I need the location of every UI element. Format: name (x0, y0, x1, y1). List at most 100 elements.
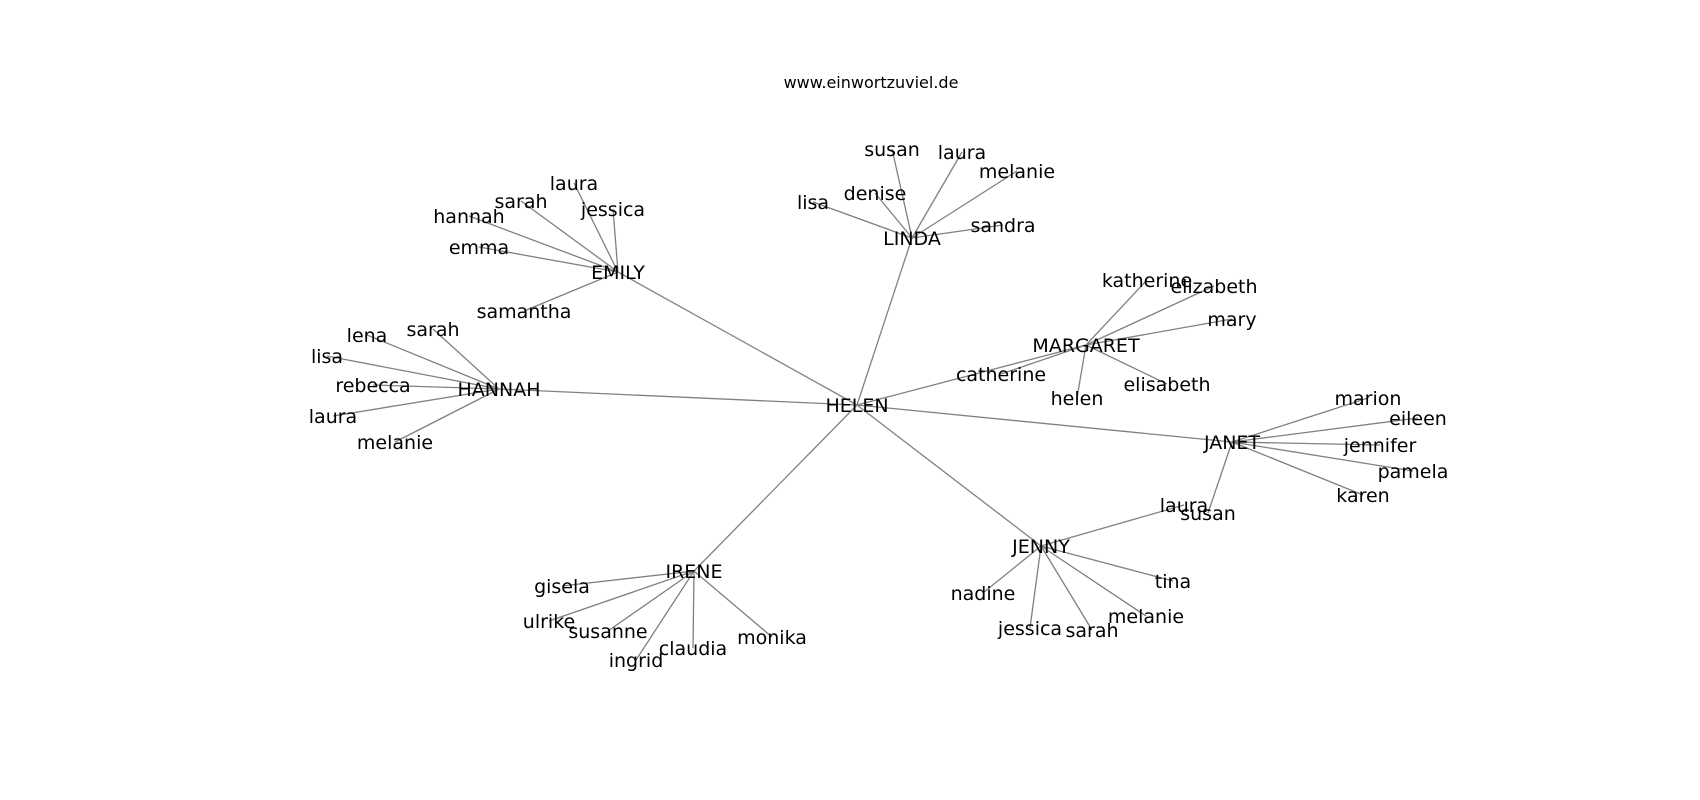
leaf-node-label-hannah-rebecca-3: rebecca (335, 375, 410, 397)
leaf-node-label-irene-ingrid-4: ingrid (609, 650, 664, 672)
leaf-node-label-janet-susan-5: susan (1180, 503, 1236, 525)
edge-root-irene (693, 404, 858, 572)
leaf-node-label-jenny-sarah-5: sarah (1065, 620, 1118, 642)
edge-janet-jennifer-2 (1231, 441, 1381, 446)
leaf-node-label-margaret-catherine-3: catherine (956, 364, 1046, 386)
leaf-node-label-margaret-elisabeth-4: elisabeth (1123, 374, 1210, 396)
edge-hannah-rebecca-3 (372, 384, 500, 390)
leaf-node-label-jenny-tina-1: tina (1155, 571, 1191, 593)
edge-irene-gisela-0 (561, 570, 695, 587)
edge-irene-susanne-2 (607, 570, 695, 632)
edge-linda-denise-3 (874, 192, 913, 239)
leaf-node-label-janet-jennifer-2: jennifer (1343, 435, 1417, 457)
edge-irene-monika-5 (693, 570, 773, 638)
edge-jenny-nadine-2 (982, 545, 1042, 594)
edge-jenny-melanie-3 (1040, 545, 1147, 617)
leaf-node-label-linda-sandra-5: sandra (970, 215, 1035, 237)
leaf-node-label-jenny-melanie-3: melanie (1108, 606, 1184, 628)
leaf-node-label-hannah-lisa-2: lisa (311, 346, 343, 368)
edge-jenny-sarah-5 (1040, 545, 1093, 631)
edge-root-margaret (856, 344, 1087, 406)
hub-node-label-linda: LINDA (883, 228, 941, 250)
leaf-node-label-hannah-sarah-1: sarah (406, 319, 459, 341)
leaf-node-label-linda-susan-0: susan (864, 139, 920, 161)
edge-linda-laura-1 (911, 151, 963, 239)
edge-emily-sarah-1 (520, 200, 619, 273)
hub-node-label-janet: JANET (1203, 432, 1260, 454)
edge-linda-sandra-5 (911, 224, 1004, 239)
edge-irene-ulrike-1 (548, 570, 695, 622)
leaf-node-label-irene-claudia-3: claudia (659, 638, 727, 660)
leaf-node-label-irene-susanne-2: susanne (568, 621, 647, 643)
leaf-node-label-hannah-lena-0: lena (347, 325, 388, 347)
edge-jenny-laura-0 (1040, 504, 1185, 547)
edges-layer (326, 148, 1419, 661)
root-node-label: HELEN (825, 395, 888, 417)
edge-root-emily (617, 271, 858, 406)
leaf-node-label-linda-lisa-4: lisa (797, 192, 829, 214)
edge-margaret-elizabeth-1 (1085, 285, 1215, 346)
hub-node-label-jenny: JENNY (1011, 536, 1070, 558)
edge-hannah-laura-4 (332, 388, 500, 417)
leaf-node-label-margaret-mary-2: mary (1207, 309, 1256, 331)
leaf-node-label-margaret-elizabeth-1: elizabeth (1170, 276, 1257, 298)
hub-node-label-irene: IRENE (665, 561, 722, 583)
edge-hannah-lisa-2 (326, 355, 500, 390)
leaf-node-label-irene-ulrike-1: ulrike (523, 611, 575, 633)
leaf-node-label-jenny-laura-0: laura (1160, 495, 1208, 517)
edge-linda-lisa-4 (812, 201, 913, 239)
leaf-node-label-janet-marion-0: marion (1335, 388, 1402, 410)
hub-node-label-emily: EMILY (591, 262, 645, 284)
edge-emily-emma-4 (478, 246, 619, 273)
edge-janet-pamela-3 (1231, 441, 1414, 472)
hub-node-label-hannah: HANNAH (458, 379, 541, 401)
edge-margaret-catherine-3 (1000, 344, 1087, 375)
leaf-node-label-hannah-laura-4: laura (309, 406, 357, 428)
edge-hannah-melanie-5 (394, 388, 500, 443)
edge-janet-eileen-1 (1231, 417, 1419, 443)
edge-emily-laura-0 (573, 182, 619, 273)
graph-title: www.einwortzuviel.de (784, 73, 959, 92)
leaf-node-label-margaret-helen-5: helen (1051, 388, 1104, 410)
edge-janet-marion-0 (1231, 397, 1369, 443)
edge-janet-karen-4 (1231, 441, 1364, 496)
edge-root-janet (856, 404, 1233, 443)
leaf-node-label-emily-hannah-3: hannah (433, 206, 504, 228)
edge-emily-hannah-3 (468, 215, 619, 273)
edge-jenny-tina-1 (1040, 545, 1174, 582)
edge-jenny-jessica-4 (1029, 545, 1042, 629)
leaf-node-label-irene-monika-5: monika (737, 627, 807, 649)
leaf-node-label-janet-pamela-3: pamela (1378, 461, 1449, 483)
edge-margaret-helen-5 (1076, 344, 1087, 399)
leaf-node-label-linda-melanie-2: melanie (979, 161, 1055, 183)
edge-irene-claudia-3 (692, 570, 695, 649)
leaf-node-label-janet-karen-4: karen (1336, 485, 1389, 507)
edge-linda-melanie-2 (911, 170, 1018, 239)
edge-emily-jessica-2 (612, 208, 619, 273)
leaf-node-label-linda-laura-1: laura (938, 142, 986, 164)
leaf-node-label-irene-gisela-0: gisela (534, 576, 590, 598)
edge-root-hannah (498, 388, 858, 406)
edge-margaret-mary-2 (1085, 318, 1233, 346)
edge-emily-samantha-5 (523, 271, 619, 312)
leaf-node-label-emily-laura-0: laura (550, 173, 598, 195)
edge-margaret-katherine-0 (1085, 279, 1148, 346)
leaf-node-label-emily-sarah-1: sarah (494, 191, 547, 213)
edge-hannah-sarah-1 (432, 328, 500, 390)
edge-root-linda (856, 237, 913, 406)
leaf-node-label-jenny-nadine-2: nadine (951, 583, 1016, 605)
leaf-node-label-emily-jessica-2: jessica (580, 199, 645, 221)
edge-margaret-elisabeth-4 (1085, 344, 1168, 385)
edge-root-jenny (856, 404, 1042, 547)
leaf-node-label-hannah-melanie-5: melanie (357, 432, 433, 454)
edge-linda-susan-0 (891, 148, 913, 239)
leaf-node-label-margaret-katherine-0: katherine (1102, 270, 1192, 292)
leaf-node-label-emily-emma-4: emma (449, 237, 509, 259)
edge-janet-susan-5 (1207, 441, 1233, 514)
edge-hannah-lena-0 (366, 334, 500, 390)
leaf-node-label-linda-denise-3: denise (844, 183, 907, 205)
edge-irene-ingrid-4 (635, 570, 695, 661)
hub-node-label-margaret: MARGARET (1032, 335, 1140, 357)
